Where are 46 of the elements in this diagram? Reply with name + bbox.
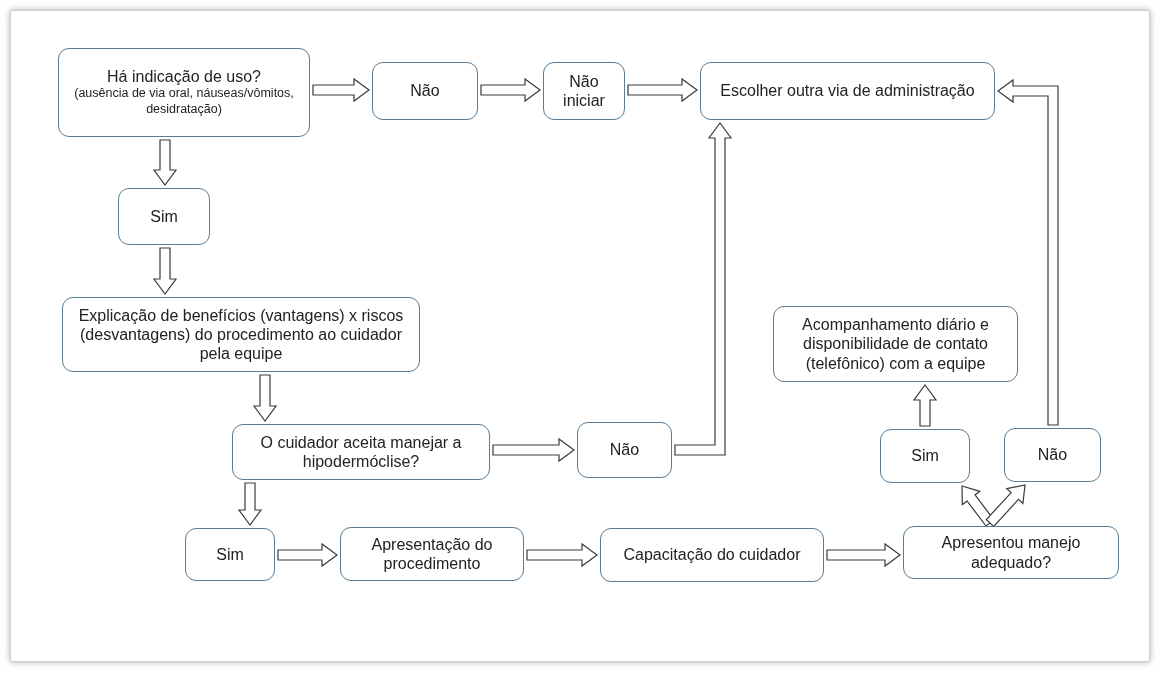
block-arrow [674, 122, 733, 456]
block-arrow [985, 484, 1026, 528]
block-arrow [627, 77, 698, 103]
node-label: Acompanhamento diário e disponibilidade de contato (telefônico) com a equipe [801, 315, 990, 373]
node-label: Não [1037, 445, 1068, 465]
node-note: (ausência de via oral, náuseas/vômitos, desidratação) [73, 86, 295, 118]
block-arrow [526, 542, 598, 568]
question-box [232, 424, 490, 480]
node-label: Apresentação do procedimento [370, 534, 494, 574]
process-box [62, 297, 420, 372]
block-arrow [997, 78, 1059, 426]
node-label: Apresentou manejo adequado? [940, 533, 1082, 572]
node-label: Não [609, 440, 640, 460]
node-label: Sim [150, 206, 178, 227]
block-arrow [912, 384, 938, 427]
node-label: Há indicação de uso? [107, 67, 261, 87]
process-box [543, 62, 625, 120]
block-arrow [252, 374, 278, 422]
block-arrow [312, 77, 370, 103]
block-arrow [277, 542, 338, 568]
process-box [773, 306, 1018, 382]
answer-box [185, 528, 275, 581]
block-arrow [826, 542, 901, 568]
block-arrow [152, 139, 178, 186]
node-label: O cuidador aceita manejar a hipodermóclise? [259, 432, 463, 472]
node-label: Escolher outra via de administração [720, 81, 975, 101]
answer-box [1004, 428, 1101, 482]
answer-box [118, 188, 210, 245]
node-label: Não [410, 81, 440, 101]
question-box [903, 526, 1119, 579]
process-box [700, 62, 995, 120]
block-arrow [480, 77, 541, 103]
answer-box [372, 62, 478, 120]
node-label: Explicação de benefícios (vantagens) x riscos (desvantagens) do procedimento ao cuidador pela equipe [77, 305, 405, 364]
node-label: Sim [911, 446, 939, 466]
node-label: Capacitação do cuidador [623, 545, 801, 565]
process-box [600, 528, 824, 582]
node-label: Sim [216, 544, 244, 565]
block-arrow [492, 437, 575, 463]
process-box [340, 527, 524, 581]
answer-box [577, 422, 672, 478]
answer-box [880, 429, 970, 483]
question-box [58, 48, 310, 137]
node-label: Não iniciar [562, 71, 606, 111]
block-arrow [237, 482, 263, 526]
block-arrow [152, 247, 178, 295]
